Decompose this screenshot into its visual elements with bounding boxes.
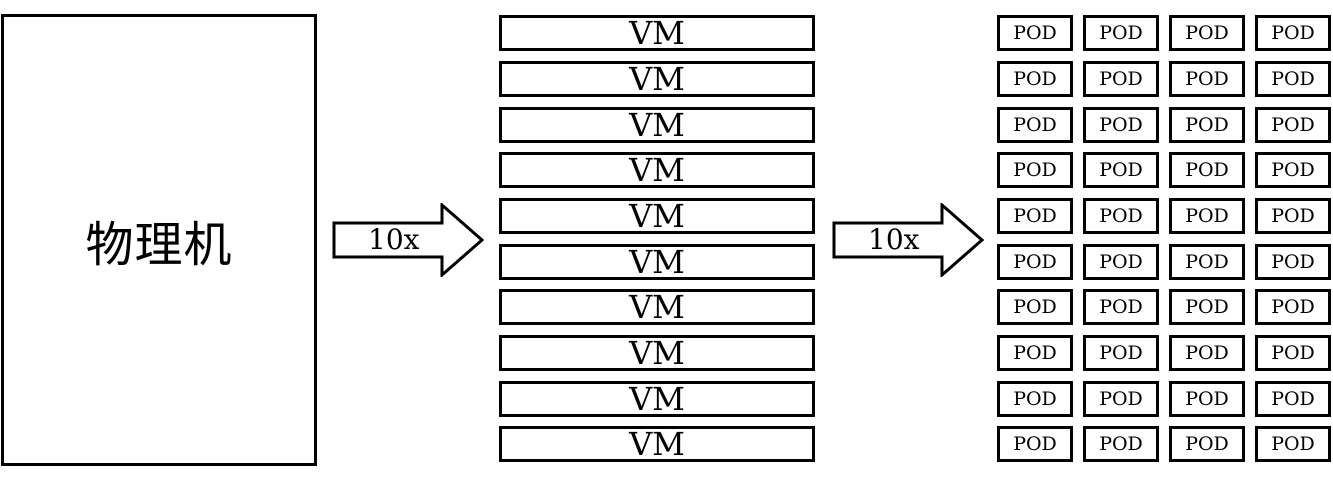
- arrow-label: 10x: [368, 223, 420, 256]
- pod-box: POD: [1255, 107, 1331, 143]
- pod-box: POD: [1169, 335, 1245, 371]
- vm-box: VM: [499, 426, 815, 462]
- vm-box: VM: [499, 335, 815, 371]
- pod-box: POD: [1083, 335, 1159, 371]
- pod-box: POD: [1169, 107, 1245, 143]
- pod-box: POD: [1083, 152, 1159, 188]
- vm-box: VM: [499, 381, 815, 417]
- pod-box: POD: [997, 244, 1073, 280]
- arrow-label: 10x: [868, 223, 920, 256]
- pod-box: POD: [1169, 198, 1245, 234]
- arrow-physical-to-vm: 10x: [332, 203, 484, 277]
- pod-box: POD: [1083, 15, 1159, 51]
- pod-box: POD: [997, 335, 1073, 371]
- pod-box: POD: [1169, 426, 1245, 462]
- pod-box: POD: [1255, 152, 1331, 188]
- pod-box: POD: [1255, 244, 1331, 280]
- pod-box: POD: [1083, 289, 1159, 325]
- pod-box: POD: [1169, 381, 1245, 417]
- vm-box: VM: [499, 244, 815, 280]
- vm-box: VM: [499, 198, 815, 234]
- pod-box: POD: [1255, 335, 1331, 371]
- pod-box: POD: [997, 152, 1073, 188]
- pod-box: POD: [1083, 198, 1159, 234]
- pod-box: POD: [1255, 61, 1331, 97]
- pod-box: POD: [1255, 426, 1331, 462]
- pod-box: POD: [997, 15, 1073, 51]
- pod-box: POD: [1169, 152, 1245, 188]
- pod-box: POD: [997, 61, 1073, 97]
- pod-box: POD: [1083, 107, 1159, 143]
- pod-box: POD: [1169, 61, 1245, 97]
- pod-box: POD: [1255, 289, 1331, 325]
- pod-box: POD: [997, 381, 1073, 417]
- vm-box: VM: [499, 107, 815, 143]
- physical-machine-label: 物理机: [85, 217, 233, 273]
- pod-box: POD: [997, 198, 1073, 234]
- pod-box: POD: [1083, 61, 1159, 97]
- right-arrow-icon: [832, 203, 984, 277]
- pod-box: POD: [1255, 381, 1331, 417]
- pod-box: POD: [1169, 289, 1245, 325]
- pod-box: POD: [1083, 244, 1159, 280]
- pod-box: POD: [997, 426, 1073, 462]
- pod-box: POD: [1169, 15, 1245, 51]
- physical-machine-box: 物理机: [1, 14, 317, 466]
- vm-box: VM: [499, 152, 815, 188]
- pod-box: POD: [997, 289, 1073, 325]
- vm-box: VM: [499, 289, 815, 325]
- vm-box: VM: [499, 61, 815, 97]
- pod-box: POD: [997, 107, 1073, 143]
- pod-box: POD: [1255, 198, 1331, 234]
- pod-box: POD: [1083, 381, 1159, 417]
- vm-box: VM: [499, 15, 815, 51]
- pod-box: POD: [1169, 244, 1245, 280]
- pod-box: POD: [1083, 426, 1159, 462]
- right-arrow-icon: [332, 203, 484, 277]
- arrow-vm-to-pod: 10x: [832, 203, 984, 277]
- pod-box: POD: [1255, 15, 1331, 51]
